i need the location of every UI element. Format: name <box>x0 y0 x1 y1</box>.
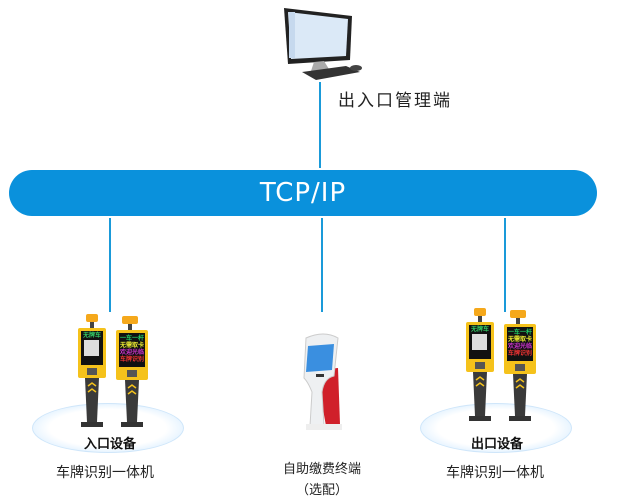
management-label: 出入口管理端 <box>338 91 452 111</box>
tcp-ip-bus: TCP/IP <box>9 170 597 216</box>
entrance-right-screen-line-3: 欢迎光临 <box>119 349 144 356</box>
entrance-equipment-label: 入口设备 <box>83 437 136 452</box>
exit-device-caption: 车牌识别一体机 <box>446 465 544 481</box>
entrance-lpr-device-icon <box>78 314 148 427</box>
exit-right-screen-line-2: 无需取卡 <box>507 336 532 343</box>
entrance-device-caption: 车牌识别一体机 <box>56 465 154 481</box>
exit-lpr-device-icon <box>465 307 537 422</box>
computer-icon <box>284 8 362 80</box>
entrance-right-screen-line-1: 一车一杆 <box>119 335 144 342</box>
entrance-link-line <box>109 218 111 312</box>
exit-left-screen-text: 无牌车 <box>470 326 489 333</box>
exit-link-line <box>504 218 506 312</box>
kiosk-caption: 自助缴费终端 <box>282 462 361 477</box>
entrance-left-screen-text: 无牌车 <box>82 332 101 339</box>
exit-right-screen-line-3: 欢迎光临 <box>507 343 532 350</box>
self-service-kiosk-icon <box>303 333 342 430</box>
management-link-line <box>319 82 321 168</box>
exit-equipment-label: 出口设备 <box>470 437 523 452</box>
entrance-right-screen-line-4: 车牌识别 <box>119 356 144 363</box>
exit-ellipse <box>420 403 572 453</box>
kiosk-link-line <box>321 218 323 312</box>
exit-right-screen-line-4: 车牌识别 <box>507 350 532 357</box>
kiosk-optional-note: （选配） <box>295 483 348 497</box>
entrance-right-screen-line-2: 无需取卡 <box>119 342 144 349</box>
entrance-ellipse <box>32 403 184 453</box>
exit-right-screen-line-1: 一车一杆 <box>507 329 532 336</box>
